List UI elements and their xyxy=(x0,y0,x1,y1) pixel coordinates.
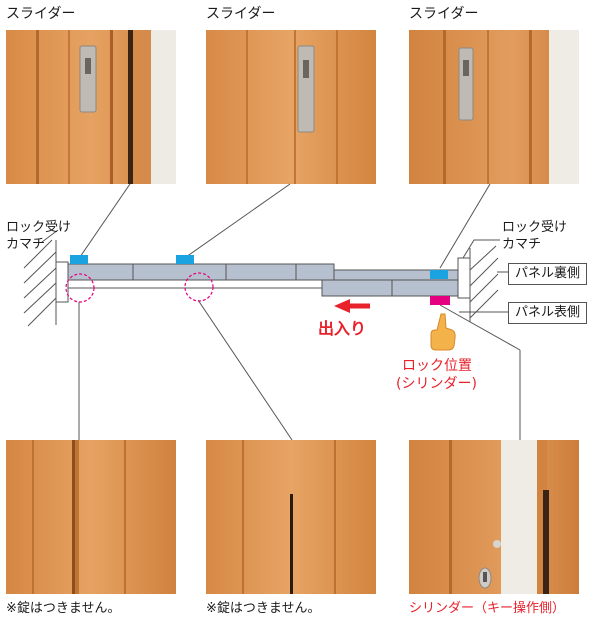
bottom-photo-3 xyxy=(409,440,579,594)
direction-arrow-head xyxy=(334,299,350,313)
panel-front-label: パネル表側 xyxy=(508,302,588,324)
right-lock-receiver-label-1: ロック受け xyxy=(502,220,568,235)
slider-label-2: スライダー xyxy=(206,6,276,22)
panel-back-label: パネル裏側 xyxy=(508,263,588,285)
no-lock-caption-2: ※錠はつきません。 xyxy=(206,601,321,616)
left-lock-receiver-label-1: ロック受け xyxy=(6,220,72,235)
cylinder-marker xyxy=(430,296,450,305)
hand-pointer-icon xyxy=(430,313,456,351)
cylinder-caption: シリンダー（キー操作側） xyxy=(409,601,566,616)
slider-marker-1 xyxy=(70,255,88,264)
slider-label-1: スライダー xyxy=(6,6,76,22)
lock-position-label-2: (シリンダー) xyxy=(396,376,477,392)
slider-marker-3 xyxy=(430,270,448,279)
back-panel-strip xyxy=(67,263,335,281)
right-wall-hatch xyxy=(469,245,499,319)
slider-photo-3-image xyxy=(409,30,579,184)
dashed-circle-left xyxy=(65,273,95,303)
front-panel-strip xyxy=(321,279,459,297)
bottom-photo-1 xyxy=(6,440,176,594)
bottom-photo-2-image xyxy=(206,440,376,594)
slider-photo-3 xyxy=(409,30,579,184)
leader-line-1 xyxy=(79,183,131,258)
slider-marker-2 xyxy=(176,255,194,264)
left-lock-receiver xyxy=(55,261,69,303)
leader-line-5 xyxy=(197,299,293,441)
slider-photo-1-image xyxy=(6,30,176,184)
leader-line-3 xyxy=(439,183,491,269)
direction-label: 出入り xyxy=(318,319,367,338)
dashed-circle-mid xyxy=(184,272,214,302)
right-lock-receiver-label-2: カマチ xyxy=(502,237,542,252)
slider-photo-2 xyxy=(206,30,376,184)
right-lock-receiver xyxy=(457,257,471,299)
left-wall-hatch xyxy=(23,239,57,327)
leader-line-2 xyxy=(185,183,291,258)
bottom-photo-1-image xyxy=(6,440,176,594)
no-lock-caption-1: ※錠はつきません。 xyxy=(6,601,121,616)
leader-line-6 xyxy=(439,304,521,351)
slider-photo-2-image xyxy=(206,30,376,184)
bottom-photo-3-image xyxy=(409,440,579,594)
bottom-photo-2 xyxy=(206,440,376,594)
left-lock-receiver-label-2: カマチ xyxy=(6,237,46,252)
slider-label-3: スライダー xyxy=(409,6,479,22)
slider-photo-1 xyxy=(6,30,176,184)
lock-position-label-1: ロック位置 xyxy=(402,358,472,374)
